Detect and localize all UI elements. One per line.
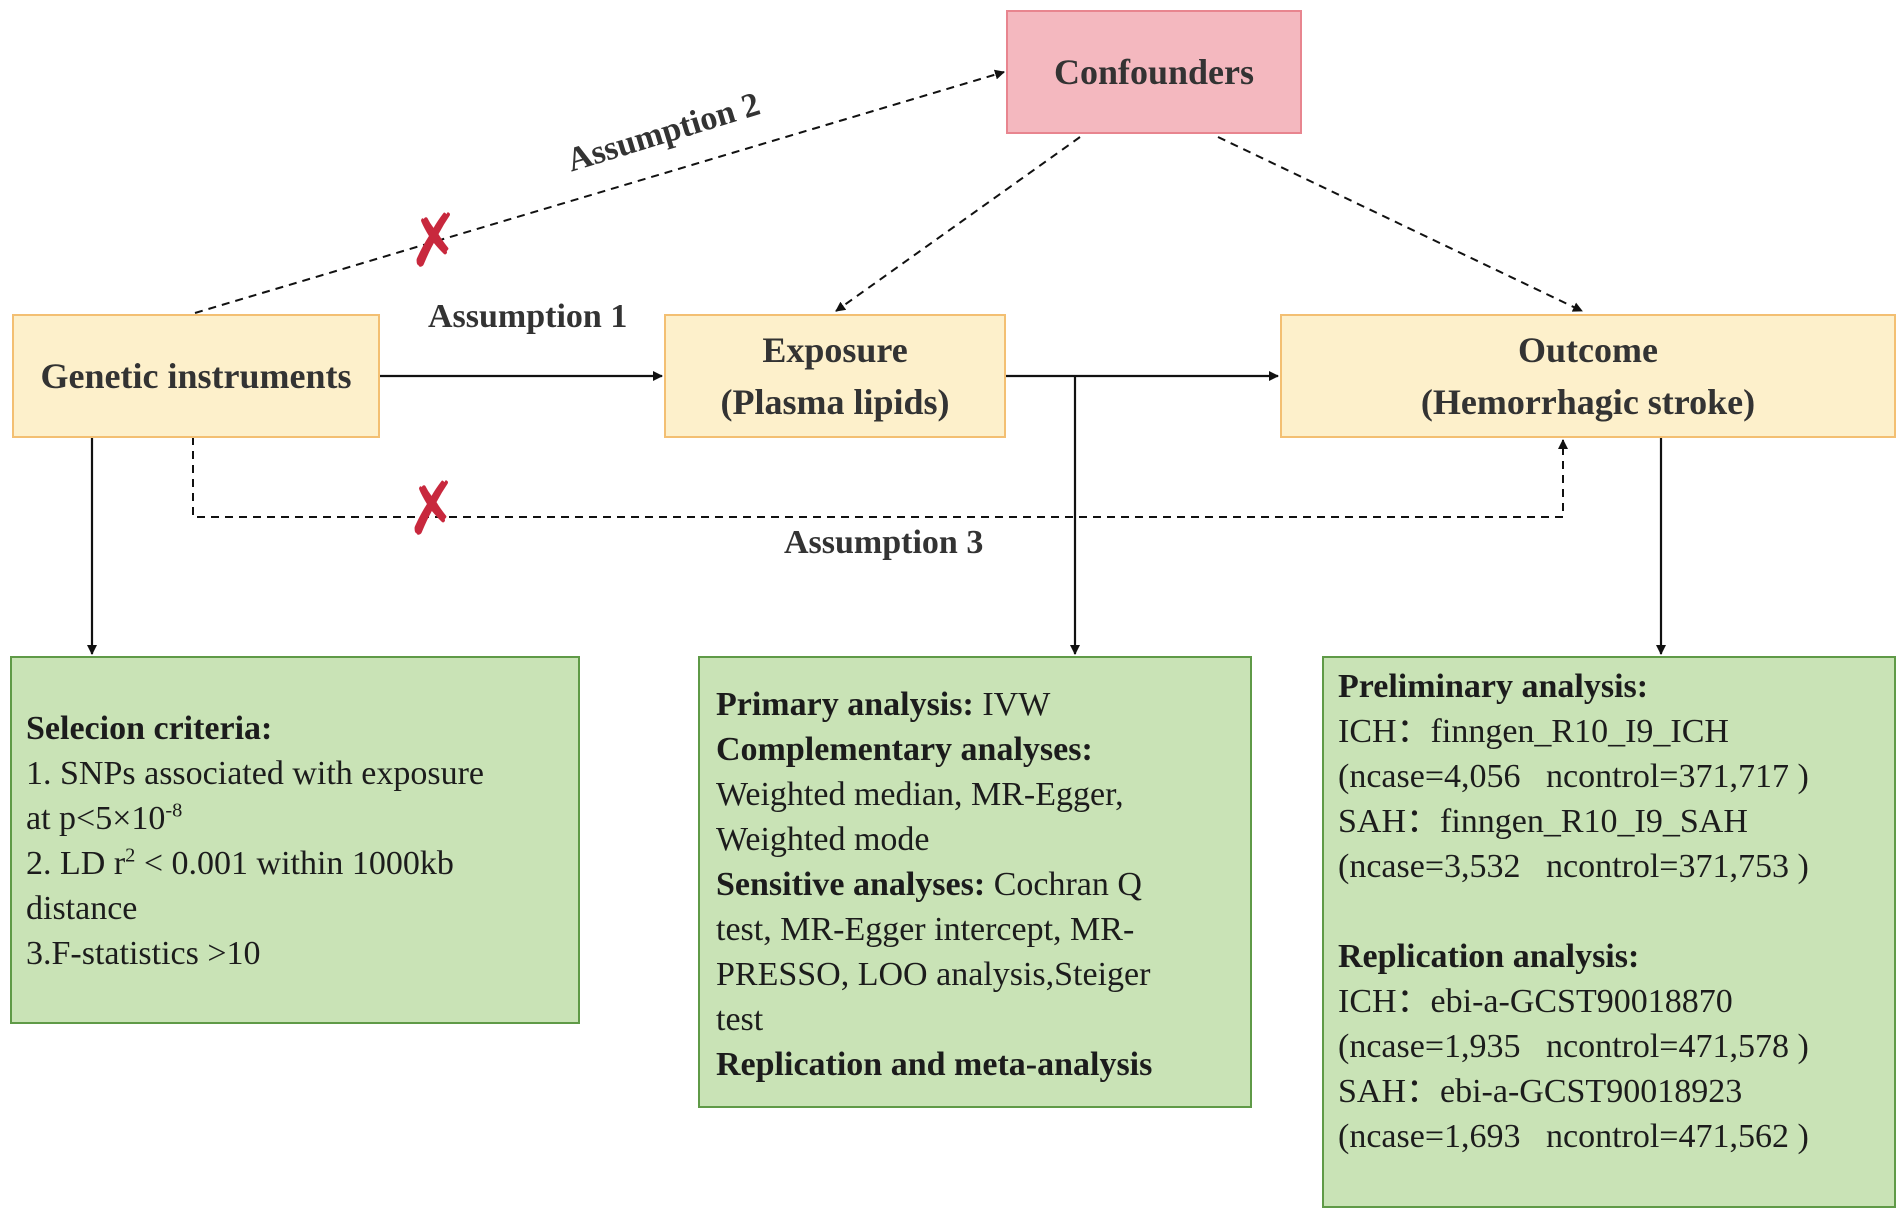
selection-criterion-2b: distance <box>26 890 138 927</box>
assumption-3-label: Assumption 3 <box>784 524 984 561</box>
prelim-sah-n: (ncase=3,532 ncontrol=371,753 ) <box>1338 848 1809 885</box>
replication-heading: Replication analysis: <box>1338 938 1640 975</box>
violation-cross-icon: ✗ <box>400 198 469 285</box>
complementary-heading: Complementary analyses: <box>716 731 1093 768</box>
arrow-genetic-to-confounders <box>194 69 1005 314</box>
replication-meta: Replication and meta-analysis <box>716 1046 1153 1083</box>
arrow-genetic-to-outcome-direct <box>192 437 1568 518</box>
prelim-ich: ICH：finngen_R10_I9_ICH <box>1338 713 1729 750</box>
arrow-confounders-to-exposure <box>835 136 1081 312</box>
genetic-instruments-label: Genetic instruments <box>40 355 352 396</box>
selection-criterion-1a: 1. SNPs associated with exposure <box>26 755 485 792</box>
prelim-sah: SAH：finngen_R10_I9_SAH <box>1338 803 1748 840</box>
rep-sah-n: (ncase=1,693 ncontrol=471,562 ) <box>1338 1118 1809 1155</box>
selection-criterion-2a: 2. LD r2 < 0.001 within 1000kb <box>26 844 454 882</box>
genetic-instruments-box: Genetic instruments <box>12 314 380 438</box>
confounders-label: Confounders <box>1053 51 1255 92</box>
sensitive-line-1: Sensitive analyses: Cochran Q <box>716 866 1142 903</box>
sensitive-line-4: test <box>716 1001 764 1038</box>
prelim-ich-n: (ncase=4,056 ncontrol=371,717 ) <box>1338 758 1809 795</box>
preliminary-heading: Preliminary analysis: <box>1338 668 1649 705</box>
exposure-subtitle: (Plasma lipids) <box>720 382 950 422</box>
outcome-subtitle: (Hemorrhagic stroke) <box>1420 382 1756 422</box>
selection-criterion-1b: at p<5×10-8 <box>26 799 183 837</box>
exposure-box: Exposure (Plasma lipids) <box>664 314 1006 438</box>
outcome-box: Outcome (Hemorrhagic stroke) <box>1280 314 1896 438</box>
outcome-title: Outcome <box>1518 329 1658 370</box>
confounders-box: Confounders <box>1006 10 1302 134</box>
selection-criterion-3: 3.F-statistics >10 <box>26 935 261 972</box>
assumption-1-label: Assumption 1 <box>428 298 628 335</box>
rep-sah: SAH：ebi-a-GCST90018923 <box>1338 1073 1743 1110</box>
selection-criteria-box: Selecion criteria: 1. SNPs associated wi… <box>10 656 580 1024</box>
rep-ich: ICH：ebi-a-GCST90018870 <box>1338 983 1733 1020</box>
arrow-confounders-to-outcome <box>1217 136 1583 312</box>
sensitive-line-2: test, MR-Egger intercept, MR- <box>716 911 1135 948</box>
primary-analysis: Primary analysis: IVW <box>716 686 1051 723</box>
selection-heading: Selecion criteria: <box>26 710 273 747</box>
section-spacer <box>1338 889 1884 934</box>
violation-cross-icon: ✗ <box>398 466 467 553</box>
datasets-box: Preliminary analysis: ICH：finngen_R10_I9… <box>1322 656 1896 1208</box>
complementary-line-2: Weighted mode <box>716 821 930 858</box>
methods-box: Primary analysis: IVW Complementary anal… <box>698 656 1252 1108</box>
complementary-line-1: Weighted median, MR-Egger, <box>716 776 1124 813</box>
sensitive-line-3: PRESSO, LOO analysis,Steiger <box>716 956 1151 993</box>
rep-ich-n: (ncase=1,935 ncontrol=471,578 ) <box>1338 1028 1809 1065</box>
exposure-title: Exposure <box>762 329 908 370</box>
